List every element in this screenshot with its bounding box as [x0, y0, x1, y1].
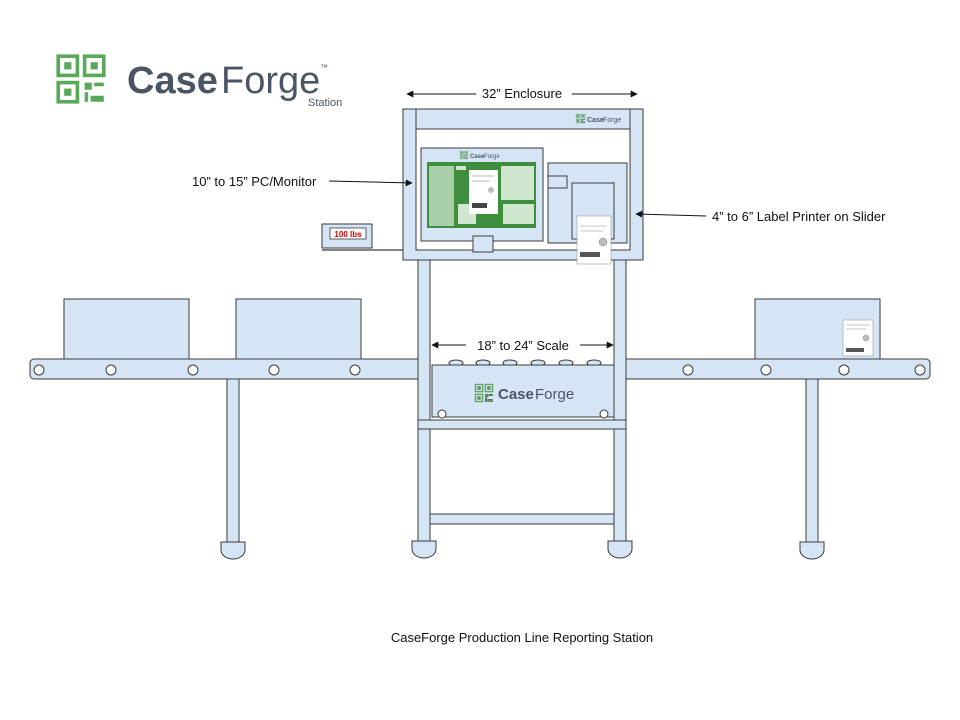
- brand-name-forge: Forge: [221, 60, 320, 102]
- right-conveyor-belt: [613, 358, 931, 380]
- left-conveyor-leg: [226, 378, 240, 543]
- brand-logo: Case Forge ™ Station: [56, 54, 342, 109]
- conveyor-roller-icon: [33, 364, 361, 376]
- printer-arrow-icon: [635, 210, 707, 218]
- monitor-label: 10” to 15” PC/Monitor: [192, 174, 317, 189]
- printer-label: 4” to 6” Label Printer on Slider: [712, 209, 886, 224]
- frame-right-post: [613, 257, 627, 542]
- monitor-stand: [472, 235, 494, 253]
- brand-station: Station: [308, 97, 342, 109]
- scale-readout-value: 100 lbs: [334, 230, 362, 239]
- scale-body: [431, 364, 615, 418]
- monitor-brand-case: Case: [470, 154, 485, 160]
- station-frame: [411, 257, 633, 559]
- monitor-screen: [427, 162, 536, 228]
- scale-brand-forge: Forge: [535, 386, 574, 403]
- enclosure-label: 32” Enclosure: [482, 86, 562, 101]
- monitor-arrow-icon: [328, 179, 413, 187]
- left-box-2: [235, 298, 362, 360]
- frame-bottom-crossbar: [429, 513, 615, 525]
- scale-readout-display: 100 lbs: [321, 223, 403, 251]
- printed-label: [576, 215, 612, 265]
- left-conveyor-belt: [29, 358, 431, 380]
- brand-trademark: ™: [320, 63, 328, 72]
- right-conveyor-leg: [805, 378, 819, 543]
- brand-name-case: Case: [127, 60, 218, 102]
- printer-display: [547, 175, 568, 189]
- frame-left-foot: [411, 540, 437, 559]
- right-conveyor: [613, 298, 931, 560]
- diagram-caption: CaseForge Production Line Reporting Stat…: [391, 630, 653, 645]
- monitor-brand-forge: Forge: [484, 154, 500, 160]
- shipping-label-on-box: [842, 319, 874, 357]
- left-conveyor-foot: [220, 541, 246, 560]
- enclosure: Case Forge Case Forge: [402, 108, 644, 265]
- qr-logo-icon: [56, 54, 106, 104]
- scale-brand-case: Case: [498, 386, 534, 403]
- scale: Case Forge: [431, 359, 615, 419]
- enclosure-brand-forge: Forge: [603, 117, 621, 124]
- callouts: 32” Enclosure 10” to 15” PC/Monitor 4” t…: [192, 86, 886, 353]
- frame-left-post: [417, 257, 431, 542]
- enclosure-brand-case: Case: [587, 117, 604, 124]
- frame-scale-shelf: [417, 419, 627, 430]
- scale-label: 18” to 24” Scale: [477, 338, 569, 353]
- frame-right-foot: [607, 540, 633, 559]
- right-conveyor-foot: [799, 541, 825, 560]
- left-conveyor: [29, 298, 431, 560]
- left-box-1: [63, 298, 190, 360]
